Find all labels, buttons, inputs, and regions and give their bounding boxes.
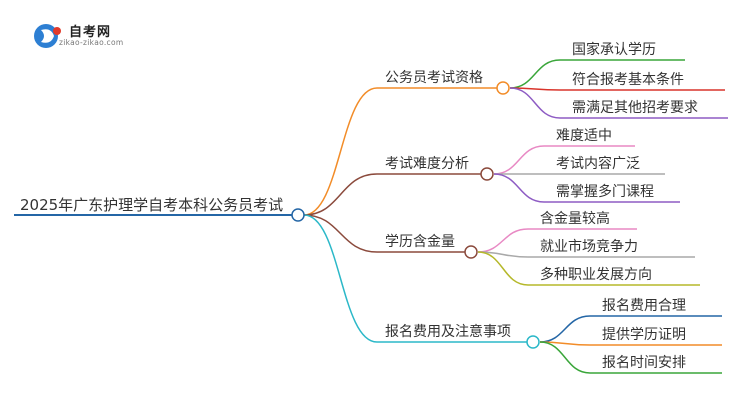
- leaf-connector: [493, 145, 545, 175]
- leaf-label[interactable]: 多种职业发展方向: [540, 266, 652, 283]
- leaf-label[interactable]: 难度适中: [556, 128, 612, 144]
- branch-label[interactable]: 报名费用及注意事项: [385, 323, 511, 340]
- leaf-label[interactable]: 报名时间安排: [602, 355, 686, 371]
- root-node-circle[interactable]: [291, 208, 305, 222]
- branch-node-circle[interactable]: [464, 245, 478, 259]
- leaf-label[interactable]: 考试内容广泛: [556, 155, 640, 172]
- leaf-label[interactable]: 符合报考基本条件: [572, 71, 684, 88]
- leaf-connector: [509, 59, 561, 89]
- branch-connector: [303, 87, 378, 216]
- leaf-connector: [539, 315, 591, 343]
- leaf-label[interactable]: 国家承认学历: [572, 41, 656, 58]
- branch-node-circle[interactable]: [496, 81, 510, 95]
- logo-name: 自考网: [69, 25, 112, 40]
- branch-node-circle[interactable]: [480, 167, 494, 181]
- leaf-connector: [477, 251, 529, 286]
- branch-label[interactable]: 考试难度分析: [385, 156, 469, 172]
- logo-url: zikao-zikao.com: [59, 38, 124, 47]
- leaf-label[interactable]: 需掌握多门课程: [556, 183, 654, 200]
- leaf-connector: [509, 87, 561, 119]
- leaf-connector: [477, 228, 529, 253]
- leaf-label[interactable]: 需满足其他招考要求: [572, 100, 698, 116]
- branch-node-circle[interactable]: [526, 335, 540, 349]
- logo-icon: [34, 24, 61, 48]
- branch-connector: [303, 214, 378, 343]
- branch-label[interactable]: 学历含金量: [385, 234, 455, 250]
- leaf-label[interactable]: 就业市场竞争力: [540, 238, 638, 255]
- leaf-connector: [493, 173, 545, 203]
- branch-connector: [303, 173, 378, 216]
- branch-connector: [303, 214, 378, 253]
- leaf-connector: [539, 341, 591, 374]
- leaf-label[interactable]: 含金量较高: [540, 210, 610, 227]
- leaf-label[interactable]: 提供学历证明: [602, 327, 686, 343]
- branch-label[interactable]: 公务员考试资格: [385, 70, 483, 86]
- site-logo[interactable]: [30, 19, 140, 53]
- root-label[interactable]: 2025年广东护理学自考本科公务员考试: [20, 196, 283, 214]
- leaf-label[interactable]: 报名费用合理: [602, 298, 686, 314]
